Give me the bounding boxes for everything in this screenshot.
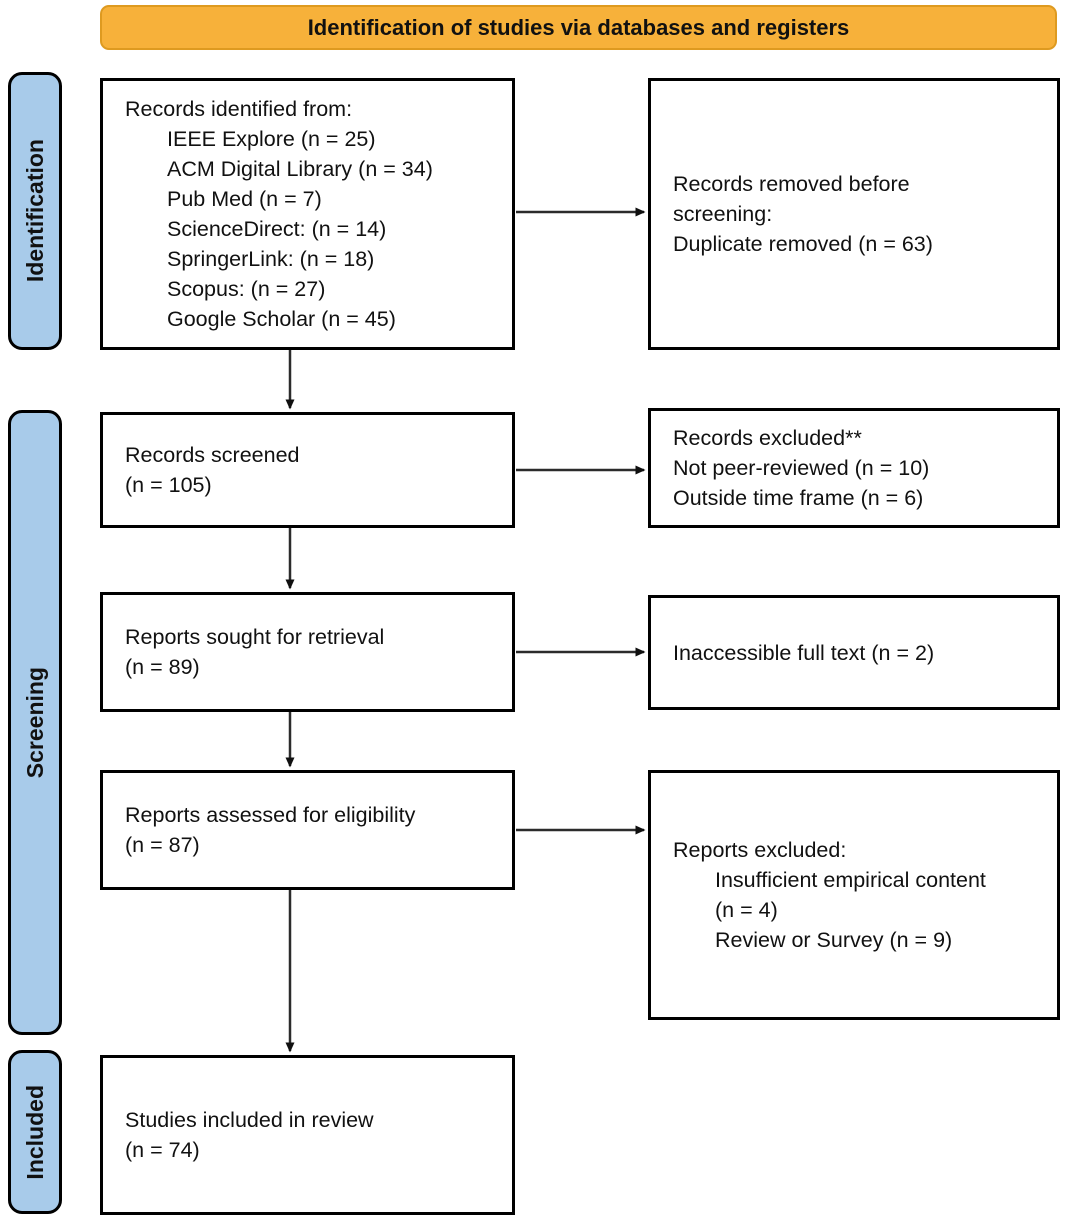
text-line: Pub Med (n = 7)	[167, 187, 322, 211]
text-line: Reports sought for retrieval	[125, 625, 385, 649]
text-line: SpringerLink: (n = 18)	[167, 247, 375, 271]
text-line: Reports assessed for eligibility	[125, 803, 416, 827]
text-line: Insufficient empirical content	[715, 868, 986, 892]
box-inaccessible-full-text: Inaccessible full text (n = 2)	[648, 595, 1060, 710]
text-line: ACM Digital Library (n = 34)	[167, 157, 433, 181]
stage-label-identification: Identification	[8, 72, 62, 350]
banner-title: Identification of studies via databases …	[307, 14, 850, 40]
box-reports-sought: Reports sought for retrieval (n = 89)	[100, 592, 515, 712]
text-line: (n = 74)	[125, 1138, 200, 1162]
text-line: Records identified from:	[125, 97, 353, 121]
text-line: Review or Survey (n = 9)	[715, 928, 953, 952]
text-line: Duplicate removed (n = 63)	[673, 232, 933, 256]
box-studies-included: Studies included in review (n = 74)	[100, 1055, 515, 1215]
text-line: (n = 89)	[125, 655, 200, 679]
stage-label-text: Included	[21, 1084, 48, 1180]
text-line: (n = 105)	[125, 473, 212, 497]
text-line: screening:	[673, 202, 773, 226]
stage-label-text: Identification	[21, 139, 48, 283]
text-line: Inaccessible full text (n = 2)	[673, 640, 935, 665]
text-line: Records excluded**	[673, 426, 862, 450]
box-records-screened: Records screened (n = 105)	[100, 412, 515, 528]
box-reports-excluded: Reports excluded: Insufficient empirical…	[648, 770, 1060, 1020]
stage-label-text: Screening	[21, 666, 48, 779]
text-line: Studies included in review	[125, 1108, 374, 1132]
text-line: Records screened	[125, 443, 300, 467]
text-line: Reports excluded:	[673, 838, 847, 862]
text-line: ScienceDirect: (n = 14)	[167, 217, 387, 241]
text-line: Outside time frame (n = 6)	[673, 486, 924, 510]
box-reports-assessed: Reports assessed for eligibility (n = 87…	[100, 770, 515, 890]
text-line: Google Scholar (n = 45)	[167, 307, 396, 331]
stage-label-screening: Screening	[8, 410, 62, 1035]
banner-title-bar: Identification of studies via databases …	[100, 5, 1057, 50]
text-line: (n = 4)	[715, 898, 778, 922]
box-records-removed: Records removed before screening: Duplic…	[648, 78, 1060, 350]
box-records-identified: Records identified from: IEEE Explore (n…	[100, 78, 515, 350]
stage-label-included: Included	[8, 1050, 62, 1214]
text-line: (n = 87)	[125, 833, 200, 857]
text-line: IEEE Explore (n = 25)	[167, 127, 376, 151]
text-line: Records removed before	[673, 172, 910, 196]
text-line: Not peer-reviewed (n = 10)	[673, 456, 930, 480]
text-line: Scopus: (n = 27)	[167, 277, 326, 301]
box-records-excluded: Records excluded** Not peer-reviewed (n …	[648, 408, 1060, 528]
